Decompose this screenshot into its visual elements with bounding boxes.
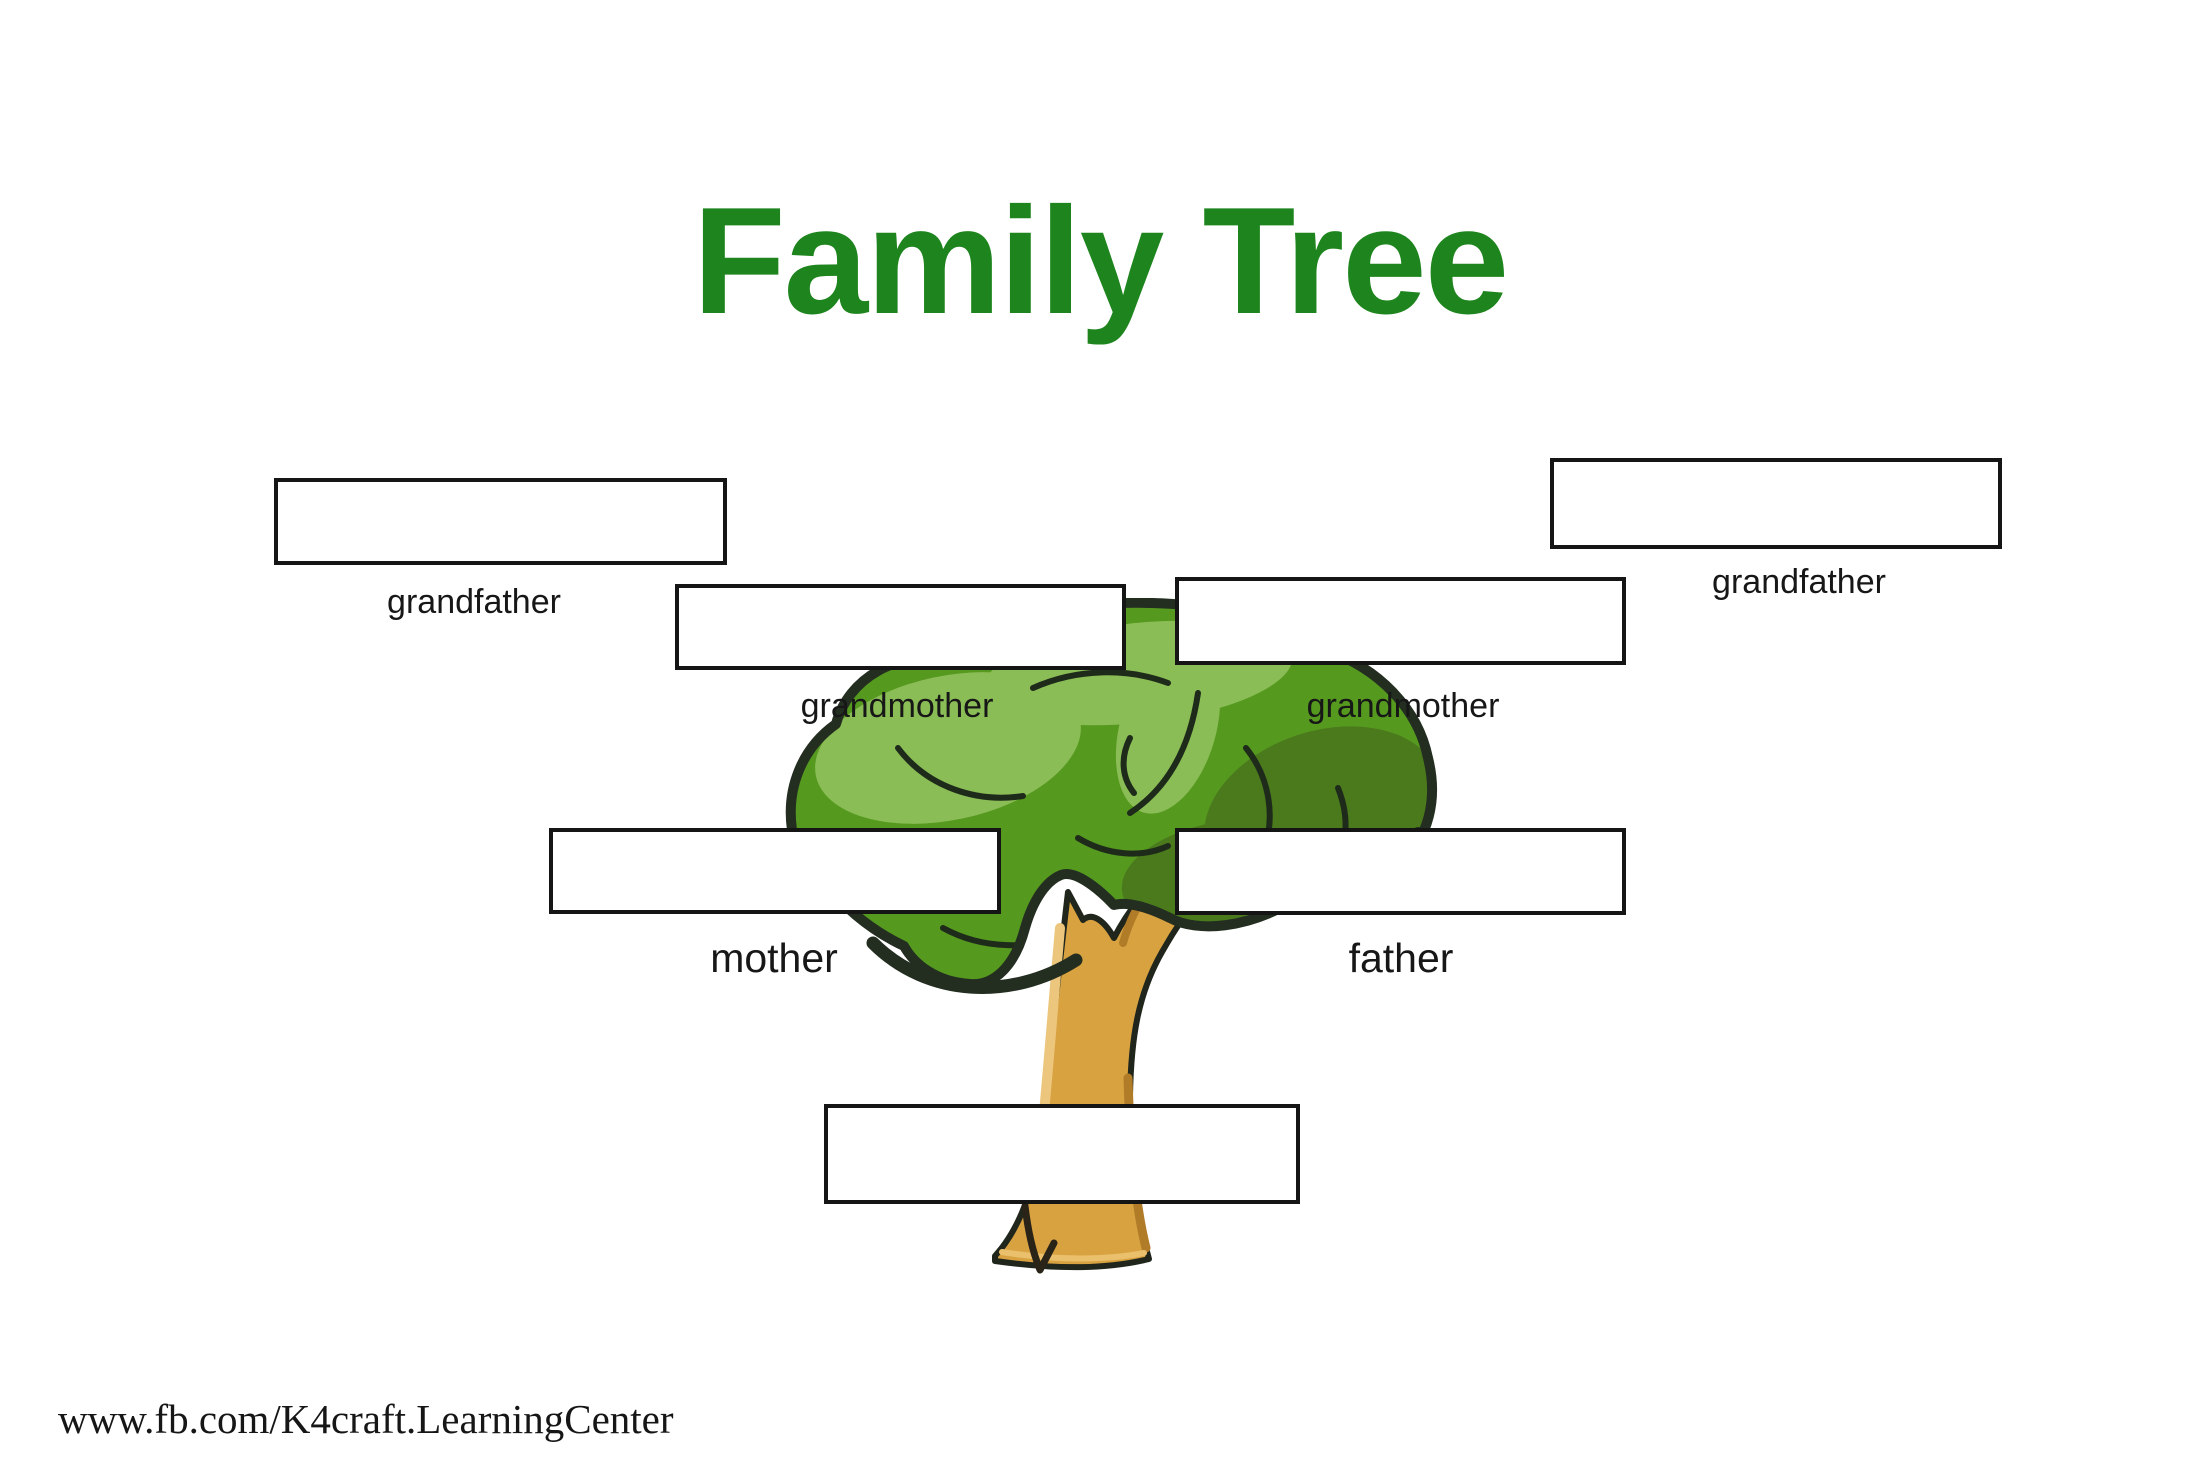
trunk-base-light bbox=[999, 1249, 1147, 1262]
label-grandmother-left: grandmother bbox=[800, 687, 994, 725]
trunk-crack bbox=[1021, 1202, 1058, 1274]
label-grandfather-right: grandfather bbox=[1712, 563, 1886, 601]
label-grandmother-right: grandmother bbox=[1306, 687, 1500, 725]
name-field-child[interactable] bbox=[824, 1104, 1300, 1204]
page-title: Family Tree bbox=[692, 176, 1509, 346]
footer-url-text: www.fb.com/K4craft.LearningCenter bbox=[58, 1396, 674, 1442]
name-field-grandfather-right[interactable] bbox=[1550, 458, 2002, 549]
label-grandfather-left: grandfather bbox=[387, 583, 561, 621]
name-field-grandmother-left[interactable] bbox=[675, 584, 1126, 670]
foliage-bottom-swash bbox=[866, 936, 1083, 994]
name-field-mother[interactable] bbox=[549, 828, 1001, 914]
name-field-father[interactable] bbox=[1175, 828, 1626, 915]
label-father: father bbox=[1348, 935, 1454, 981]
label-mother: mother bbox=[710, 935, 838, 981]
name-field-grandmother-right[interactable] bbox=[1175, 577, 1626, 665]
name-field-grandfather-left[interactable] bbox=[274, 478, 727, 565]
